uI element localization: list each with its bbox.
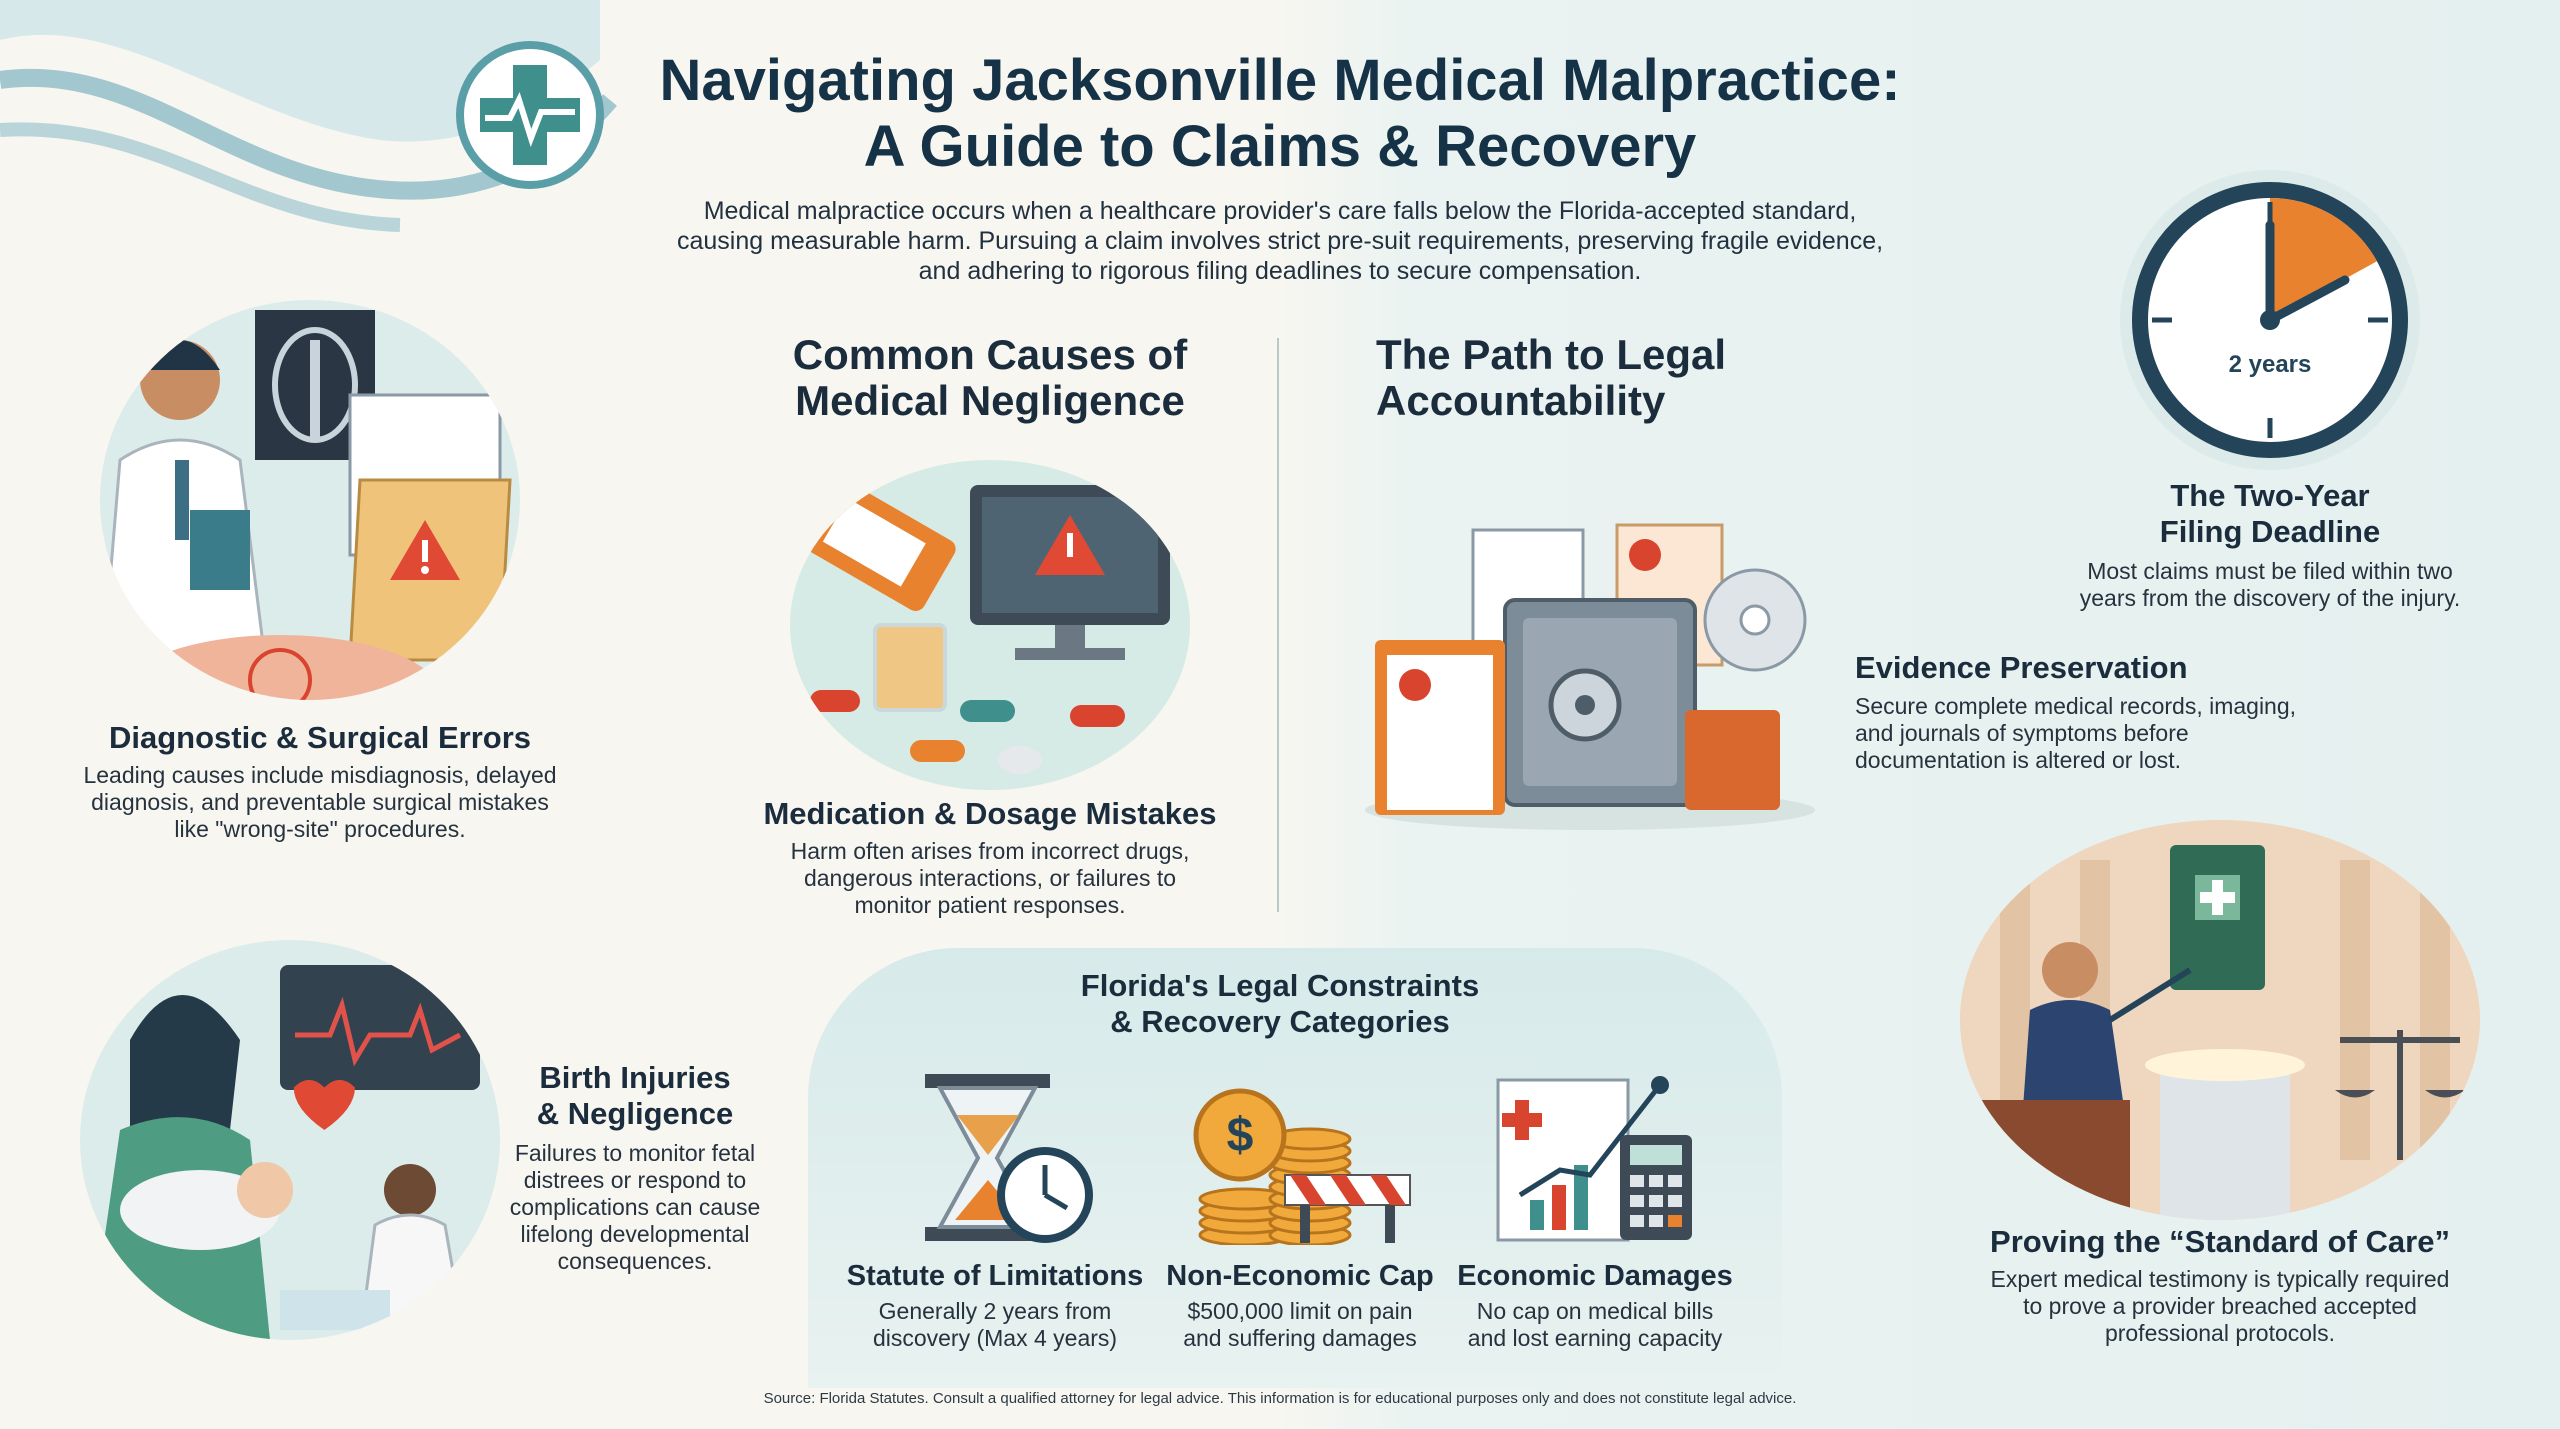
causes-heading-line-2: Medical Negligence [795, 377, 1185, 424]
hourglass-clock-icon [905, 1070, 1095, 1245]
evidence-line-1: Secure complete medical records, imaging… [1855, 693, 2297, 719]
florida-heading-line-2: & Recovery Categories [1110, 1004, 1450, 1039]
standard-title: Proving the “Standard of Care” [1990, 1224, 2450, 1259]
clock-label: 2 years [2229, 351, 2312, 378]
chart-calculator-icon [1490, 1060, 1700, 1245]
standard-description: Expert medical testimony is typically re… [1940, 1266, 2500, 1347]
causes-heading: Common Causes of Medical Negligence [690, 332, 1290, 424]
diagnostic-line-3: like "wrong-site" procedures. [174, 816, 466, 842]
deadline-title-line-2: Filing Deadline [2159, 514, 2381, 549]
statute-title: Statute of Limitations [846, 1260, 1144, 1292]
page-title: Navigating Jacksonville Medical Malpract… [0, 48, 2560, 180]
noneconomic-title: Non-Economic Cap [1166, 1260, 1434, 1292]
mother-baby-heart-monitor-icon [80, 940, 500, 1340]
dollar-glyph: $ [1227, 1109, 1254, 1162]
statute-description: Generally 2 years from discovery (Max 4 … [840, 1298, 1150, 1352]
source-footnote: Source: Florida Statutes. Consult a qual… [763, 1390, 1797, 1407]
diagnostic-line-1: Leading causes include misdiagnosis, del… [83, 762, 557, 788]
title-line-1: Navigating Jacksonville Medical Malpract… [659, 48, 1901, 113]
standard-line-2: to prove a provider breached accepted [2023, 1293, 2417, 1319]
noneconomic-description: $500,000 limit on pain and suffering dam… [1150, 1298, 1450, 1352]
medication-description: Harm often arises from incorrect drugs, … [730, 838, 1250, 919]
medication-line-3: monitor patient responses. [854, 892, 1126, 918]
medication-title: Medication & Dosage Mistakes [763, 796, 1217, 831]
birth-title: Birth Injuries & Negligence [500, 1060, 770, 1132]
birth-line-2: distrees or respond to [523, 1167, 747, 1193]
diagnostic-description: Leading causes include misdiagnosis, del… [60, 762, 580, 843]
coins-barrier-icon: $ [1190, 1075, 1415, 1245]
deadline-title: The Two-Year Filing Deadline [2080, 478, 2460, 550]
diagnostic-line-2: diagnosis, and preventable surgical mist… [91, 789, 549, 815]
diagnostic-title: Diagnostic & Surgical Errors [108, 720, 532, 755]
evidence-line-3: documentation is altered or lost. [1855, 747, 2182, 773]
medical-cross-heartbeat-icon [455, 40, 605, 190]
noneconomic-line-1: $500,000 limit on pain [1187, 1298, 1413, 1324]
pill-bottle-monitor-warning-icon [790, 460, 1190, 790]
statute-line-1: Generally 2 years from [878, 1298, 1112, 1324]
causes-heading-line-1: Common Causes of [792, 331, 1188, 378]
florida-heading-line-1: Florida's Legal Constraints [1080, 968, 1480, 1003]
statute-line-2: discovery (Max 4 years) [872, 1325, 1118, 1351]
section-divider [1277, 338, 1279, 912]
standard-line-1: Expert medical testimony is typically re… [1990, 1266, 2450, 1292]
deadline-line-1: Most claims must be filed within two [2087, 558, 2453, 584]
path-heading-line-1: The Path to Legal [1376, 331, 1727, 378]
path-heading-line-2: Accountability [1376, 377, 1666, 424]
intro-text: Medical malpractice occurs when a health… [640, 196, 1920, 286]
medication-line-1: Harm often arises from incorrect drugs, [790, 838, 1190, 864]
florida-heading: Florida's Legal Constraints & Recovery C… [900, 968, 1660, 1040]
intro-line-3: and adhering to rigorous filing deadline… [918, 257, 1642, 285]
economic-line-2: and lost earning capacity [1467, 1325, 1723, 1351]
deadline-line-2: years from the discovery of the injury. [2079, 585, 2461, 611]
evidence-description: Secure complete medical records, imaging… [1855, 693, 2355, 774]
path-heading: The Path to Legal Accountability [1376, 332, 1876, 424]
noneconomic-line-2: and suffering damages [1183, 1325, 1417, 1351]
intro-line-2: causing measurable harm. Pursuing a clai… [676, 227, 1884, 255]
birth-line-1: Failures to monitor fetal [514, 1140, 756, 1166]
evidence-title: Evidence Preservation [1855, 650, 2188, 685]
medication-line-2: dangerous interactions, or failures to [803, 865, 1177, 891]
courtroom-expert-book-icon [1960, 820, 2480, 1220]
deadline-title-line-1: The Two-Year [2170, 478, 2370, 513]
clock-icon: 2 years [2090, 170, 2450, 470]
standard-line-3: professional protocols. [2104, 1320, 2336, 1346]
safe-documents-icon [1355, 510, 1825, 830]
deadline-progress-sector [2270, 198, 2377, 320]
intro-line-1: Medical malpractice occurs when a health… [703, 197, 1857, 225]
economic-title: Economic Damages [1457, 1260, 1733, 1292]
birth-title-line-2: & Negligence [536, 1096, 734, 1131]
title-line-2: A Guide to Claims & Recovery [863, 114, 1697, 179]
birth-line-5: consequences. [557, 1248, 713, 1274]
birth-title-line-1: Birth Injuries [539, 1060, 731, 1095]
deadline-description: Most claims must be filed within two yea… [2040, 558, 2500, 612]
birth-description: Failures to monitor fetal distrees or re… [490, 1140, 780, 1275]
doctor-xray-folder-warning-icon [100, 300, 520, 700]
evidence-line-2: and journals of symptoms before [1855, 720, 2189, 746]
birth-line-4: lifelong developmental [520, 1221, 750, 1247]
economic-description: No cap on medical bills and lost earning… [1440, 1298, 1750, 1352]
economic-line-1: No cap on medical bills [1476, 1298, 1714, 1324]
birth-line-3: complications can cause [509, 1194, 761, 1220]
